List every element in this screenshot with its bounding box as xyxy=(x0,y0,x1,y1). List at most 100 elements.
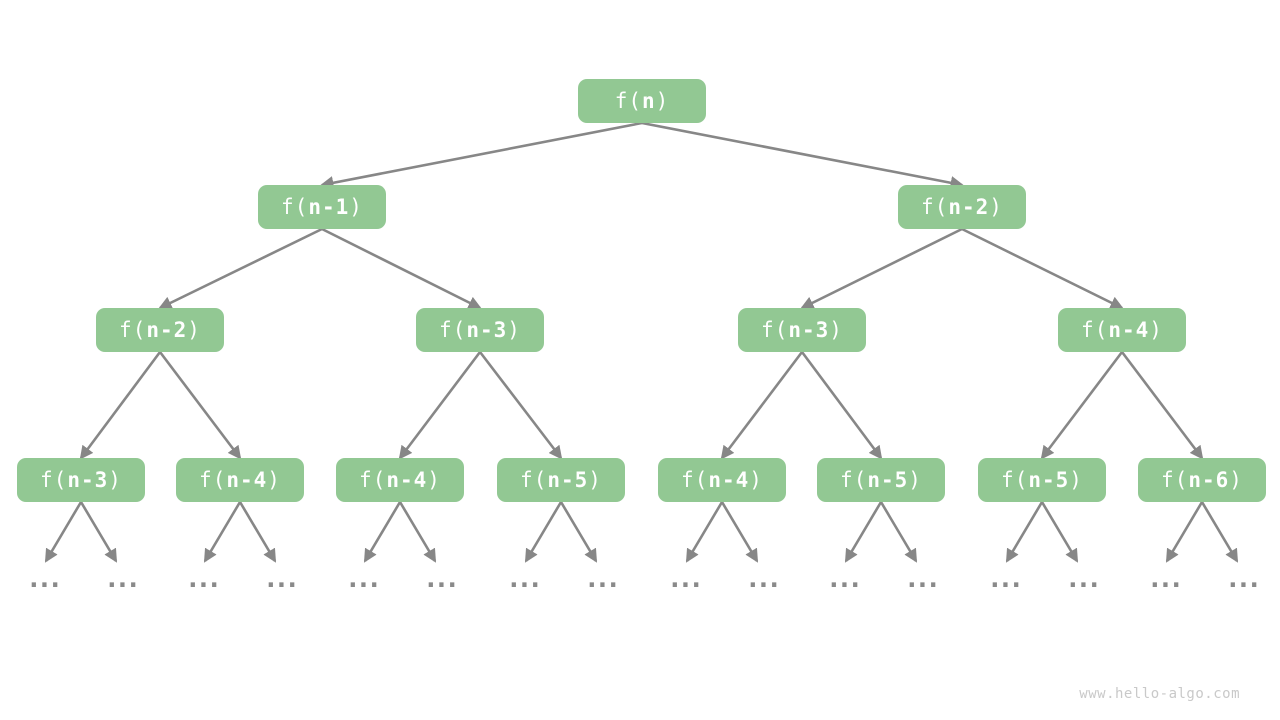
ellipsis-leaf-2-1: ... xyxy=(423,564,460,594)
node-label-bold: n-5 xyxy=(547,468,589,492)
edge-arrow xyxy=(961,227,1124,310)
edge-arrow xyxy=(844,501,883,563)
tree-node-L3-5: f(n-5) xyxy=(817,458,945,502)
edge-arrow xyxy=(320,121,643,190)
ellipsis-leaf-2-0: ... xyxy=(345,564,382,594)
edge-arrow xyxy=(1005,501,1044,563)
ellipsis-leaf-5-1: ... xyxy=(904,564,941,594)
ellipsis-leaf-0-1: ... xyxy=(104,564,141,594)
edge-arrow xyxy=(720,351,804,460)
node-label-prefix: f( xyxy=(119,318,147,342)
edge-arrow xyxy=(398,351,482,460)
edge-arrow xyxy=(879,501,918,563)
node-label-bold: n-3 xyxy=(67,468,109,492)
ellipsis-leaf-0-0: ... xyxy=(26,564,63,594)
node-label-bold: n-6 xyxy=(1188,468,1230,492)
node-label-suffix: ) xyxy=(1069,468,1083,492)
tree-node-L3-4: f(n-4) xyxy=(658,458,786,502)
node-label-bold: n-2 xyxy=(146,318,188,342)
edge-arrow xyxy=(158,351,242,460)
node-label-prefix: f( xyxy=(1001,468,1029,492)
node-label-bold: n-4 xyxy=(708,468,750,492)
node-label-bold: n xyxy=(641,89,656,113)
node-label-bold: n-4 xyxy=(1108,318,1150,342)
edge-arrow xyxy=(685,501,724,563)
ellipsis-leaf-6-0: ... xyxy=(987,564,1024,594)
node-label-bold: n-5 xyxy=(1028,468,1070,492)
node-label-bold: n-2 xyxy=(948,195,990,219)
edge-arrow xyxy=(720,501,759,563)
ellipsis-leaf-7-1: ... xyxy=(1225,564,1262,594)
node-label-bold: n-4 xyxy=(386,468,428,492)
node-label-prefix: f( xyxy=(840,468,868,492)
node-label-bold: n-1 xyxy=(308,195,350,219)
node-label-suffix: ) xyxy=(749,468,763,492)
tree-node-L2-1: f(n-3) xyxy=(416,308,544,352)
ellipsis-leaf-7-0: ... xyxy=(1147,564,1184,594)
edge-arrow xyxy=(524,501,563,563)
node-label-bold: n-3 xyxy=(466,318,508,342)
node-label-prefix: f( xyxy=(614,89,642,113)
ellipsis-leaf-3-1: ... xyxy=(584,564,621,594)
tree-node-L2-3: f(n-4) xyxy=(1058,308,1186,352)
node-label-prefix: f( xyxy=(921,195,949,219)
edge-arrow xyxy=(363,501,402,563)
edge-arrow xyxy=(79,351,162,460)
tree-node-L3-6: f(n-5) xyxy=(978,458,1106,502)
tree-node-L0-0: f(n) xyxy=(578,79,706,123)
tree-node-L1-0: f(n-1) xyxy=(258,185,386,229)
edge-arrow xyxy=(238,501,277,563)
ellipsis-leaf-4-1: ... xyxy=(745,564,782,594)
ellipsis-leaf-5-0: ... xyxy=(826,564,863,594)
edge-arrow xyxy=(44,501,83,563)
edge-arrow xyxy=(203,501,242,563)
tree-node-L3-7: f(n-6) xyxy=(1138,458,1266,502)
node-label-suffix: ) xyxy=(349,195,363,219)
edge-arrow xyxy=(478,351,563,460)
node-label-suffix: ) xyxy=(989,195,1003,219)
tree-node-L3-2: f(n-4) xyxy=(336,458,464,502)
edge-arrow xyxy=(800,351,883,460)
edge-arrow xyxy=(398,501,437,563)
watermark-text: www.hello-algo.com xyxy=(1079,686,1240,702)
ellipsis-leaf-1-0: ... xyxy=(185,564,222,594)
node-label-suffix: ) xyxy=(427,468,441,492)
tree-node-L1-1: f(n-2) xyxy=(898,185,1026,229)
node-label-suffix: ) xyxy=(655,89,670,113)
ellipsis-leaf-4-0: ... xyxy=(667,564,704,594)
node-label-suffix: ) xyxy=(507,318,521,342)
node-label-bold: n-3 xyxy=(788,318,830,342)
node-label-prefix: f( xyxy=(1161,468,1189,492)
node-label-suffix: ) xyxy=(1229,468,1243,492)
node-label-suffix: ) xyxy=(187,318,201,342)
edge-arrow xyxy=(321,227,482,310)
node-label-suffix: ) xyxy=(588,468,602,492)
node-label-suffix: ) xyxy=(108,468,122,492)
node-label-bold: n-4 xyxy=(226,468,268,492)
tree-node-L3-0: f(n-3) xyxy=(17,458,145,502)
node-label-prefix: f( xyxy=(40,468,68,492)
ellipsis-leaf-1-1: ... xyxy=(263,564,300,594)
tree-node-L3-3: f(n-5) xyxy=(497,458,625,502)
node-label-prefix: f( xyxy=(761,318,789,342)
node-label-prefix: f( xyxy=(281,195,309,219)
node-label-bold: n-5 xyxy=(867,468,909,492)
tree-node-L2-2: f(n-3) xyxy=(738,308,866,352)
edge-arrow xyxy=(1120,351,1204,460)
ellipsis-leaf-3-0: ... xyxy=(506,564,543,594)
edge-arrow xyxy=(1165,501,1204,563)
edge-arrow xyxy=(158,227,323,310)
node-label-prefix: f( xyxy=(520,468,548,492)
node-label-prefix: f( xyxy=(439,318,467,342)
node-label-prefix: f( xyxy=(1081,318,1109,342)
node-label-suffix: ) xyxy=(1149,318,1163,342)
edge-arrow xyxy=(641,121,964,190)
node-label-prefix: f( xyxy=(681,468,709,492)
node-label-suffix: ) xyxy=(829,318,843,342)
tree-node-L2-0: f(n-2) xyxy=(96,308,224,352)
edge-arrow xyxy=(559,501,598,563)
ellipsis-leaf-6-1: ... xyxy=(1065,564,1102,594)
edge-arrow xyxy=(1040,501,1079,563)
